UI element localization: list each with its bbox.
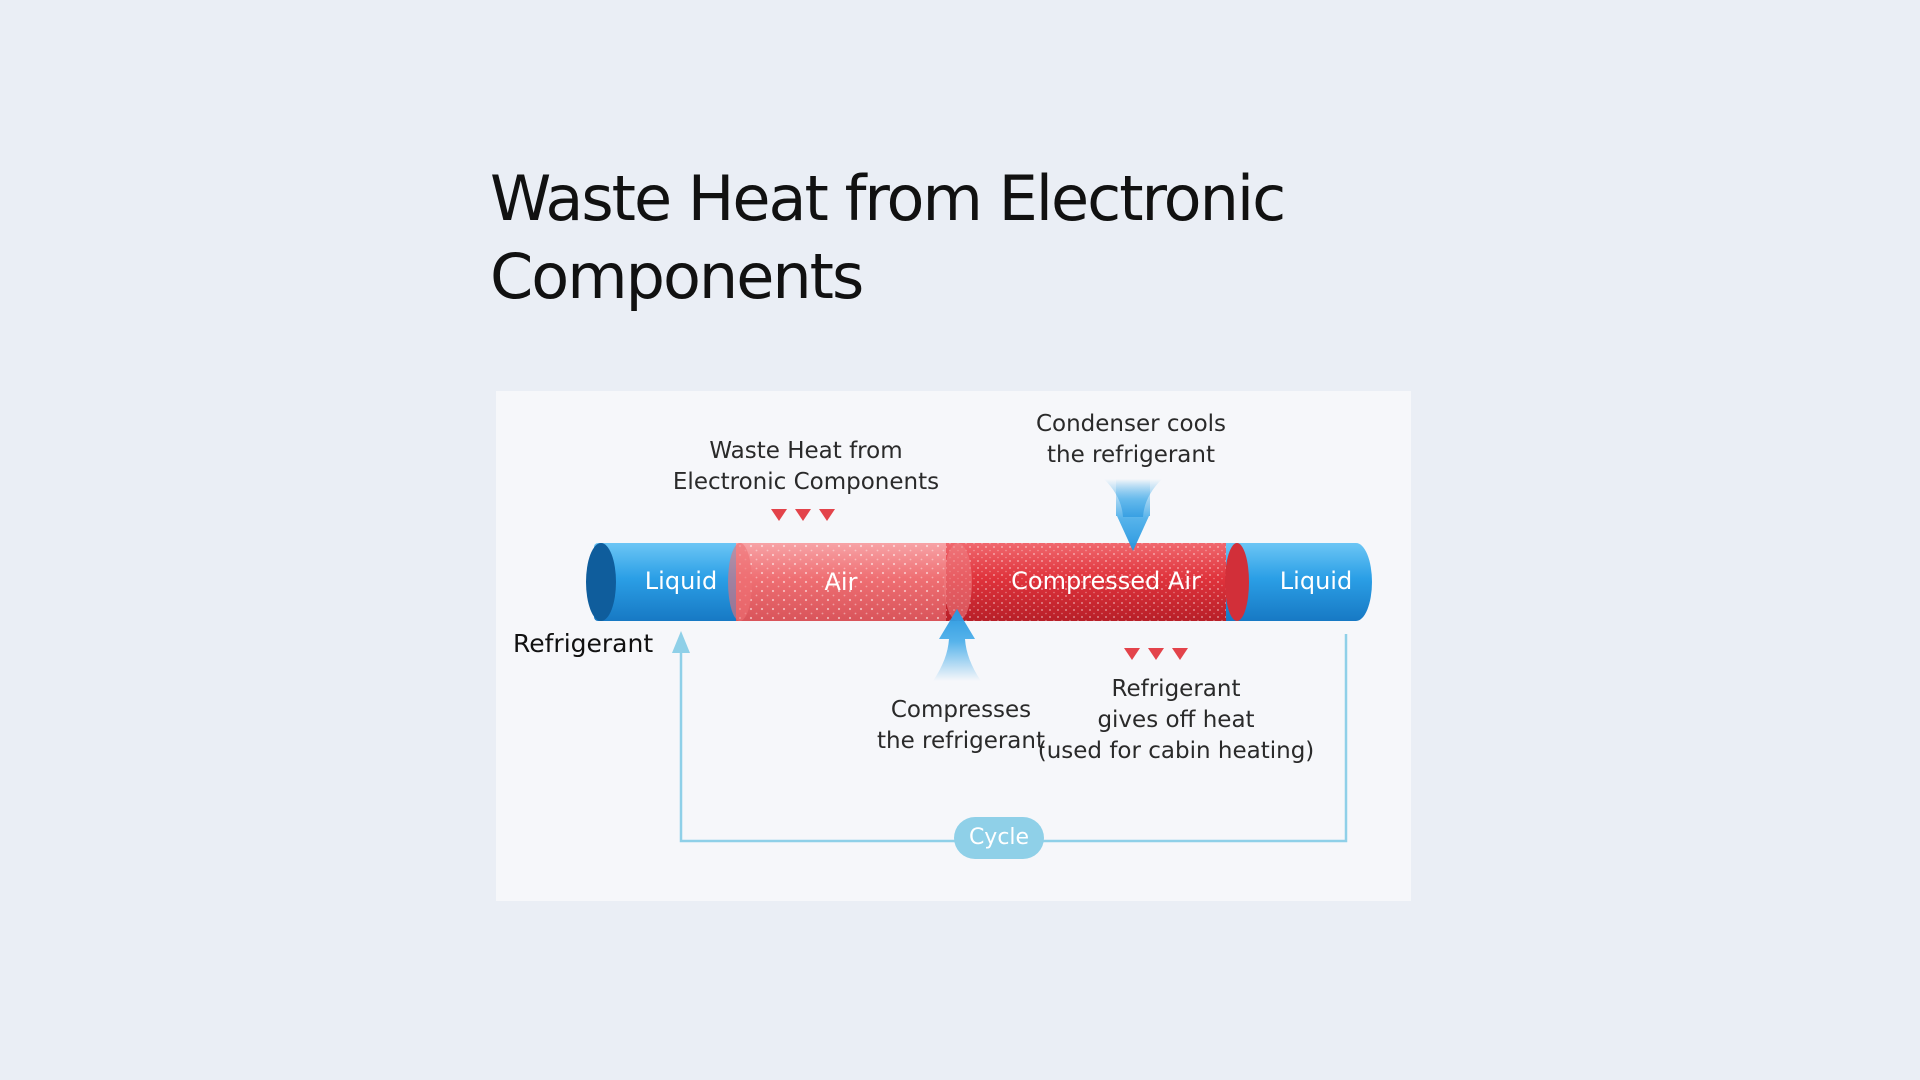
- condenser-label-line-1: Condenser cools: [1035, 411, 1227, 437]
- cycle-badge: Cycle: [954, 817, 1044, 859]
- segment-label-air: Air: [824, 568, 858, 596]
- diagram-graphics: [586, 479, 1372, 843]
- waste-heat-label: Waste Heat from Electronic Components: [656, 436, 956, 498]
- refrigerant-label: Refrigerant: [513, 629, 654, 658]
- pipe-segment-liquid-right: [1226, 543, 1372, 621]
- waste-heat-triangles-icon: [771, 509, 835, 521]
- heat-pump-diagram: Liquid Air Compressed Air Liquid Waste H…: [496, 391, 1411, 901]
- page-title: Waste Heat from Electronic Components: [490, 160, 1390, 316]
- compressor-up-arrow-icon: [933, 609, 981, 681]
- gives-off-heat-label: Refrigerant gives off heat (used for cab…: [1021, 674, 1331, 767]
- heat-released-triangles-icon: [1124, 648, 1188, 660]
- waste-heat-label-line-1: Waste Heat from: [709, 438, 903, 464]
- compresses-label: Compresses the refrigerant: [851, 695, 1071, 757]
- segment-label-liquid-left: Liquid: [644, 567, 718, 595]
- condenser-label: Condenser cools the refrigerant: [1026, 409, 1236, 471]
- page-title-line-1: Waste Heat from Electronic: [490, 162, 1286, 235]
- gives-off-heat-label-line-3: (used for cabin heating): [1037, 738, 1315, 764]
- page-title-line-2: Components: [490, 240, 864, 313]
- segment-label-compressed-air: Compressed Air: [1011, 567, 1201, 595]
- gives-off-heat-label-line-1: Refrigerant: [1111, 676, 1241, 702]
- pipe-segment-liquid-left: [594, 543, 744, 621]
- pipe-opening: [586, 543, 616, 621]
- compresses-label-line-2: the refrigerant: [877, 728, 1045, 754]
- compresses-label-line-1: Compresses: [890, 697, 1032, 723]
- gives-off-heat-label-line-2: gives off heat: [1097, 707, 1255, 733]
- condenser-label-line-2: the refrigerant: [1047, 442, 1215, 468]
- segment-label-liquid-right: Liquid: [1279, 567, 1353, 595]
- cycle-arrow-head-icon: [672, 631, 690, 653]
- waste-heat-label-line-2: Electronic Components: [672, 469, 940, 495]
